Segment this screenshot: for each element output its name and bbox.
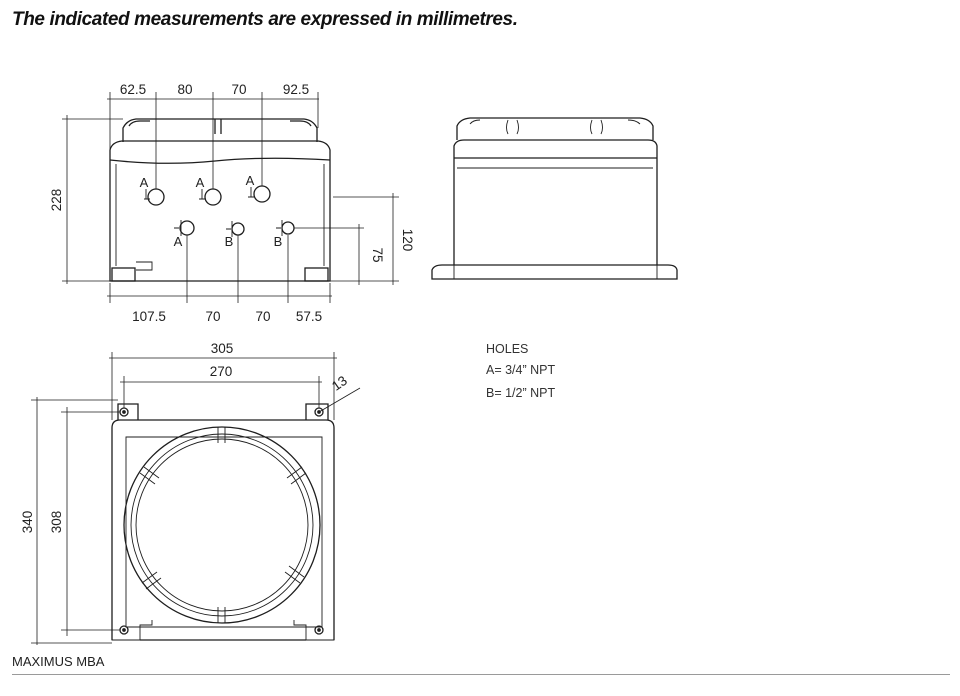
footer-divider [12,674,950,675]
dim-mount-hole: 13 [329,373,350,394]
dim-top-4: 92.5 [283,82,309,97]
holes-b: B= 1/2” NPT [486,386,555,400]
dim-height-228: 228 [49,189,64,212]
dim-inner-width: 270 [210,364,233,379]
dim-bottom-2: 70 [205,309,220,324]
hole-label: A [174,234,183,249]
dim-outer-height: 340 [20,511,35,534]
model-name: MAXIMUS MBA [12,654,105,669]
dim-top-2: 80 [177,82,192,97]
dim-inner-height: 308 [49,511,64,534]
plan-dimensions [31,352,361,645]
front-dimensions [62,92,399,303]
dim-bottom-4: 57.5 [296,309,322,324]
front-view [109,118,331,282]
page-title: The indicated measurements are expressed… [12,9,518,30]
dim-top-1: 62.5 [120,82,146,97]
dim-top-3: 70 [231,82,246,97]
side-view [431,117,678,280]
hole-label: B [225,234,234,249]
holes-heading: HOLES [486,342,528,356]
dim-right-120: 120 [400,229,415,252]
plan-view [111,403,335,641]
hole-label: A [246,173,255,188]
dim-bottom-1: 107.5 [132,309,166,324]
dim-right-75: 75 [370,247,385,262]
dim-bottom-3: 70 [255,309,270,324]
dim-outer-width: 305 [211,341,234,356]
hole-label: B [274,234,283,249]
hole-label: A [140,175,149,190]
hole-label: A [196,175,205,190]
holes-a: A= 3/4” NPT [486,363,555,377]
